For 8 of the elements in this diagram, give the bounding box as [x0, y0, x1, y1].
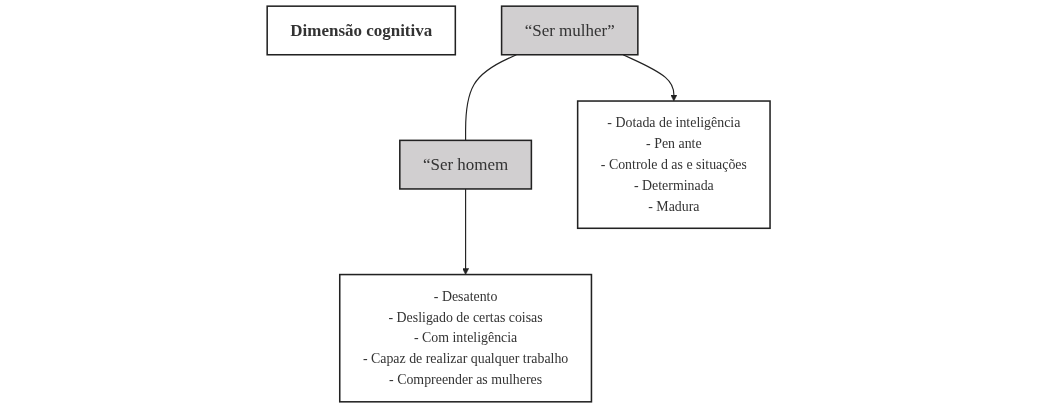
arrow — [462, 188, 469, 275]
node-box: “Ser homem — [398, 139, 533, 190]
connector — [464, 54, 517, 141]
node-box: - Dotada de inteligência - Pen ante - Controle d as e situações - Determinada - Madura — [576, 100, 771, 230]
node-box: “Ser mulher” — [500, 5, 639, 56]
node-box: - Desatento - Desligado de certas coisas - Com inteligência - Capaz de realizar qualquer trabalho - Compreender as mulheres — [338, 273, 593, 403]
arrow — [622, 54, 678, 102]
node-box: Dimensão cognitiva — [266, 5, 456, 56]
